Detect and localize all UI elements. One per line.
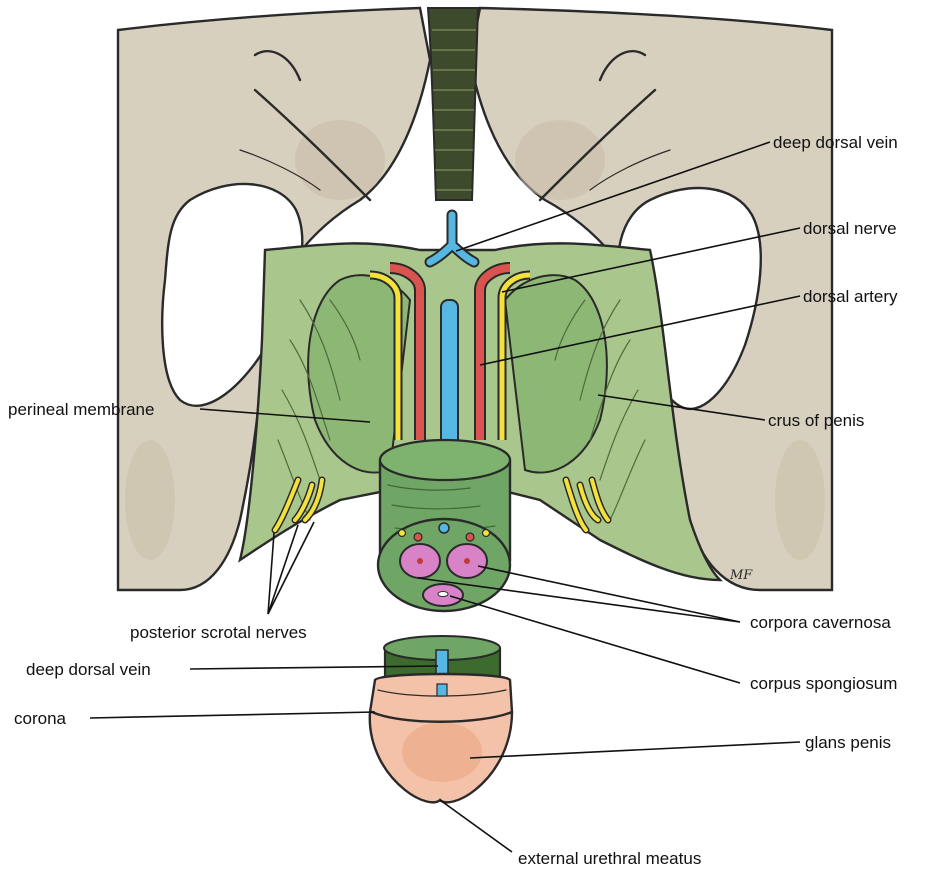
label-deep-dorsal-vein-bottom: deep dorsal vein	[26, 660, 151, 679]
label-corpus-spongiosum: corpus spongiosum	[750, 674, 897, 693]
label-dorsal-artery: dorsal artery	[803, 287, 898, 306]
penile-shaft	[378, 440, 510, 611]
label-deep-dorsal-vein-top: deep dorsal vein	[773, 133, 898, 152]
label-crus-of-penis: crus of penis	[768, 411, 864, 430]
label-corona: corona	[14, 709, 67, 728]
deep-dorsal-vein	[441, 300, 458, 450]
label-corpora-cavernosa: corpora cavernosa	[750, 613, 891, 632]
artist-signature: MF	[729, 568, 753, 583]
label-dorsal-nerve: dorsal nerve	[803, 219, 897, 238]
label-glans-penis: glans penis	[805, 733, 891, 752]
distal-penis	[370, 636, 512, 802]
label-perineal-membrane: perineal membrane	[8, 400, 154, 419]
label-external-urethral-meatus: external urethral meatus	[518, 849, 701, 868]
pubic-ligament	[428, 8, 478, 200]
label-posterior-scrotal-nerves: posterior scrotal nerves	[130, 623, 307, 642]
